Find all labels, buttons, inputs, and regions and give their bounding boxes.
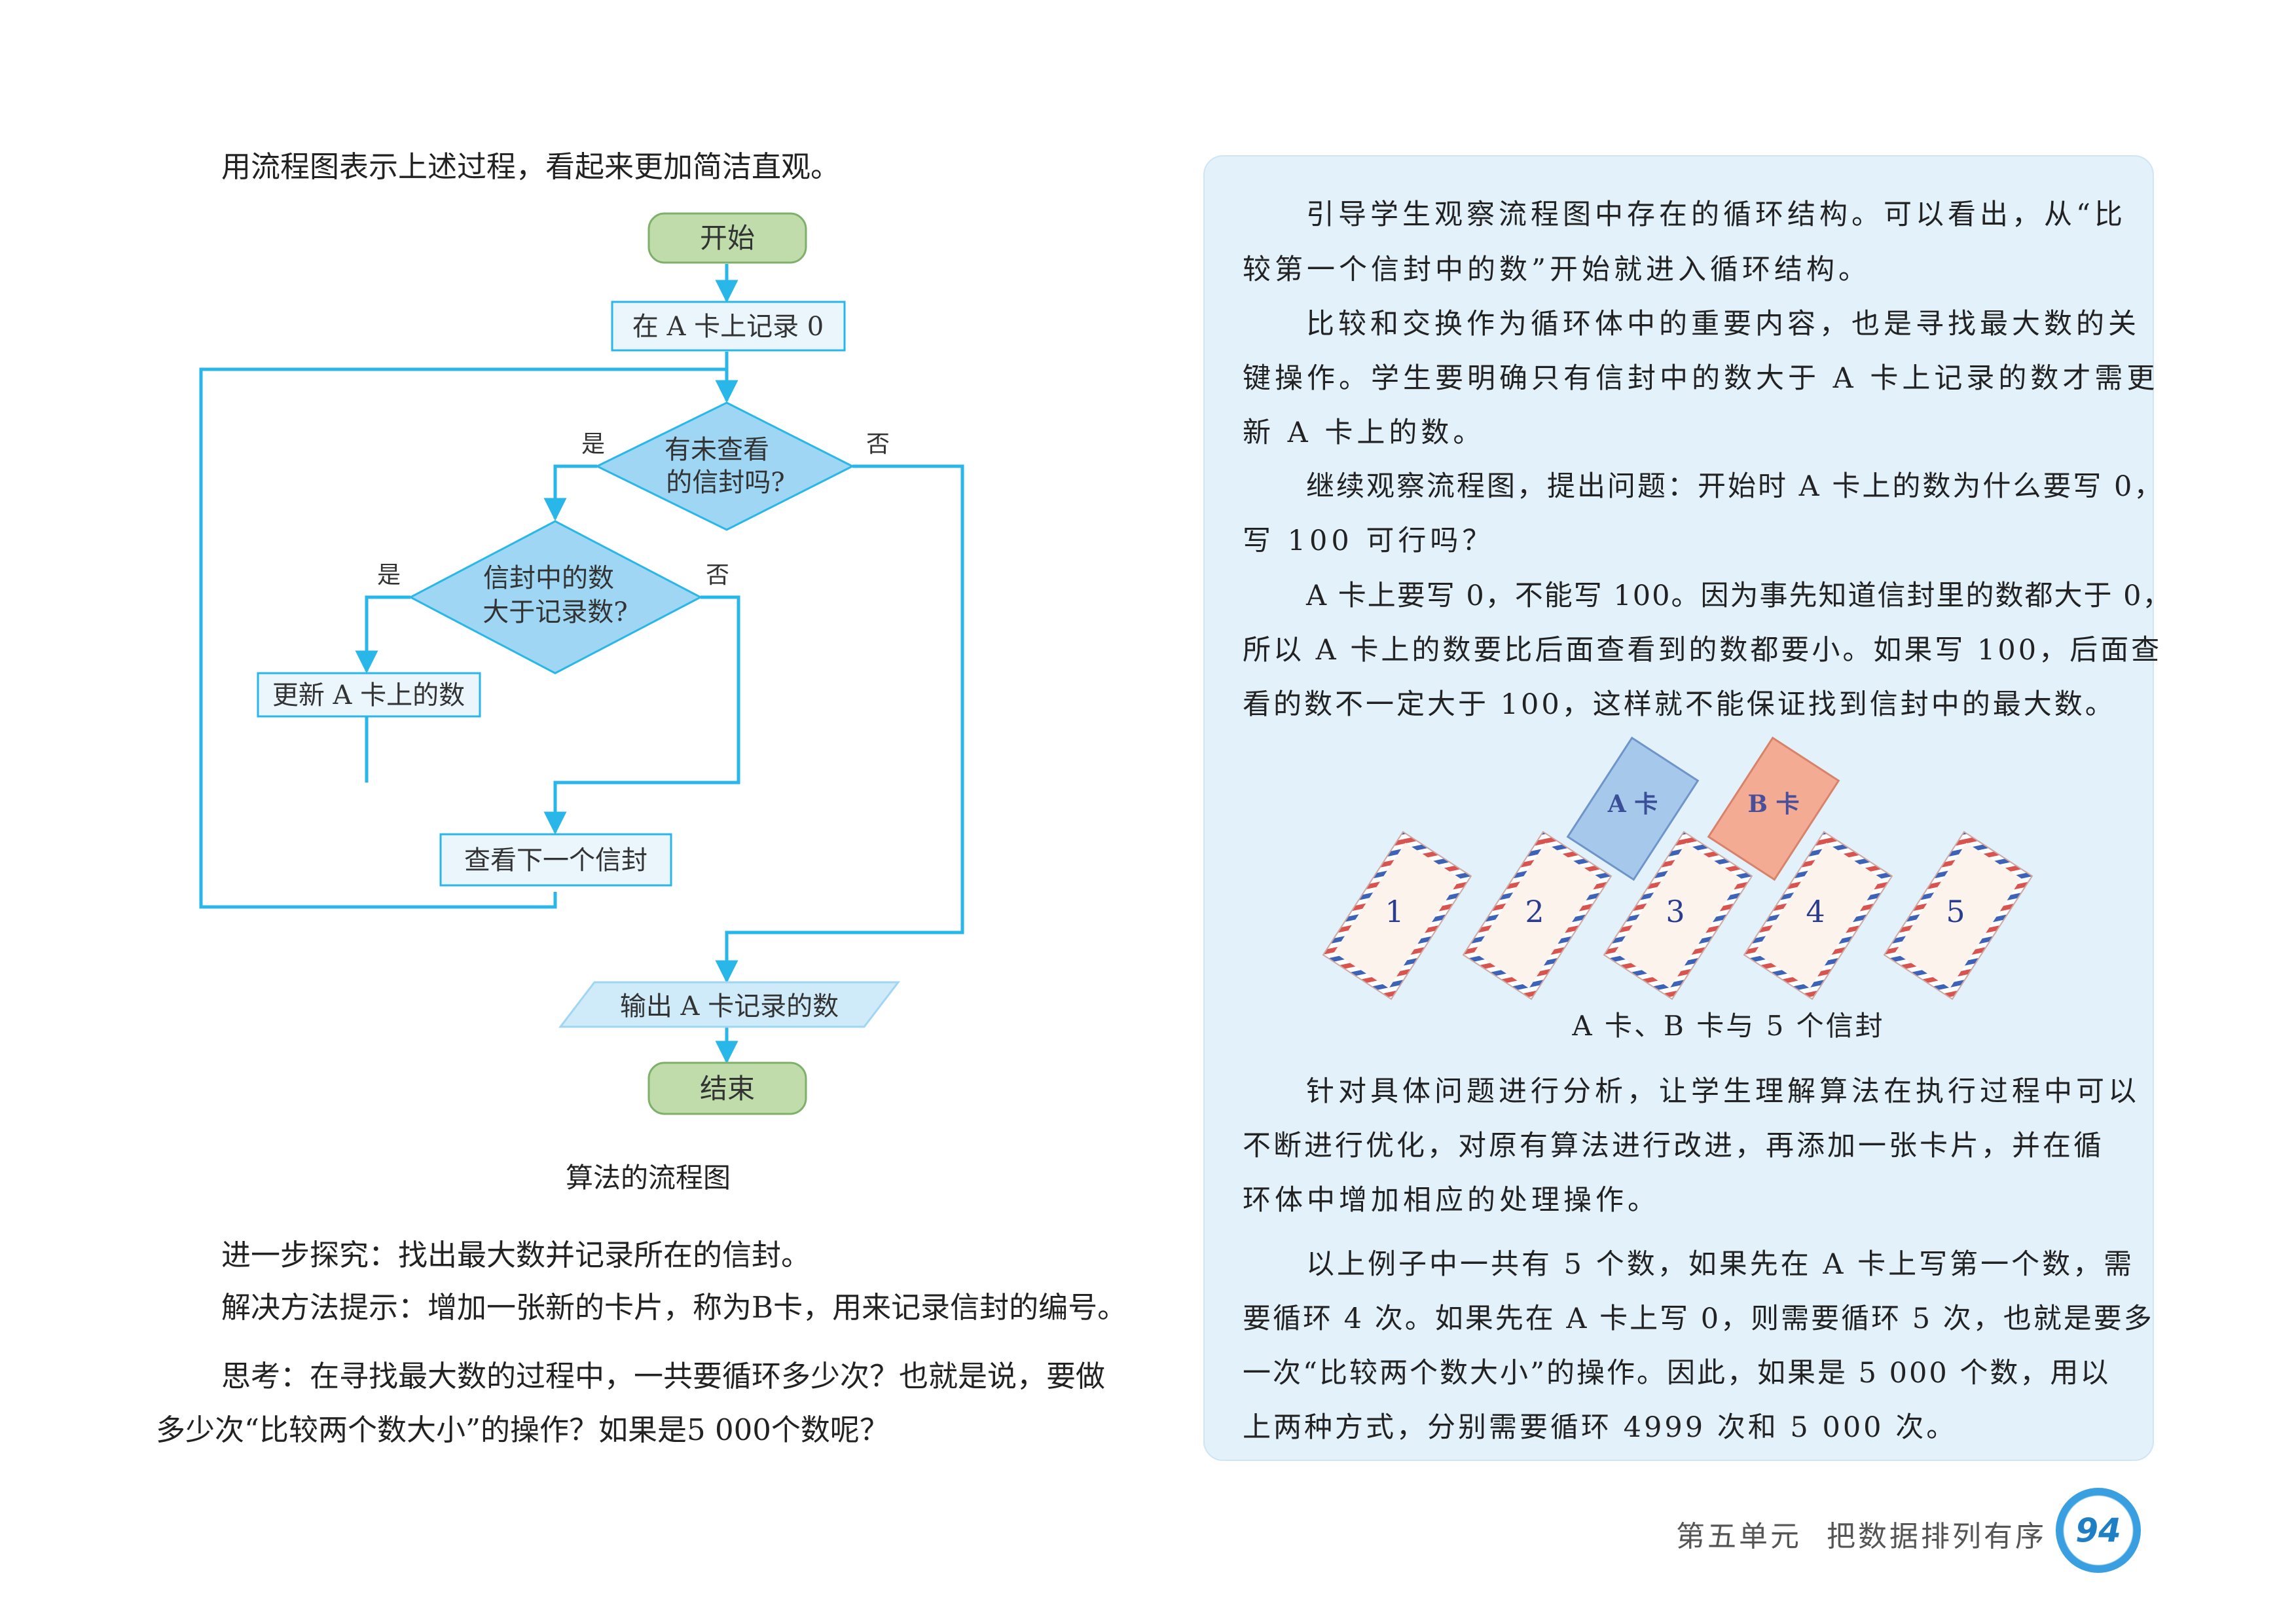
para-think-line1: 思考：在寻找最大数的过程中，一共要循环多少次？也就是说，要做 [221,1359,1106,1393]
note-line: 新 A 卡上的数。 [1243,416,1485,449]
note-line: 要循环 4 次。如果先在 A 卡上写 0，则需要循环 5 次，也就是要多 [1243,1302,2154,1335]
flow-decision-2-line2: 大于记录数? [483,597,627,627]
flow-next-label: 查看下一个信封 [464,845,647,876]
flow-decision-1-yes: 是 [581,431,605,458]
flow-end-node [647,1061,807,1115]
cards-caption: A 卡、B 卡与 5 个信封 [1572,1010,1885,1042]
page-number: 94 [2056,1488,2141,1573]
flow-update-label: 更新 A 卡上的数 [272,680,465,710]
flow-init-node [611,301,846,352]
note-line: 所以 A 卡上的数要比后面查看到的数都要小。如果写 100，后面查 [1243,634,2162,667]
flow-start-label: 开始 [700,222,755,254]
note-line: 不断进行优化，对原有算法进行改进，再添加一张卡片，并在循 [1243,1130,2104,1162]
flow-decision-2-no: 否 [706,562,729,589]
flow-start-node [647,212,807,264]
flow-arrow-cond2-yes [355,595,410,674]
note-line: 环体中增加相应的处理操作。 [1243,1184,1660,1217]
footer-title: 把数据排列有序 [1827,1520,2047,1553]
para-hint: 解决方法提示：增加一张新的卡片，称为B卡，用来记录信封的编号。 [221,1290,1127,1325]
note-line: 继续观察流程图，提出问题：开始时 A 卡上的数为什么要写 0， [1306,470,2164,503]
flow-loop-back [199,367,727,909]
flow-arrow-cond2-no [543,595,740,835]
note-line: A 卡上要写 0，不能写 100。因为事先知道信封里的数都大于 0， [1306,580,2172,612]
note-line: 写 100 可行吗？ [1243,525,1495,557]
flow-arrow-cond1-no [715,464,964,984]
note-line: 引导学生观察流程图中存在的循环结构。可以看出，从“比 [1306,198,2126,231]
flowchart-caption: 算法的流程图 [565,1162,731,1194]
flow-update-node [257,672,481,718]
flow-output-label: 输出 A 卡记录的数 [620,991,839,1022]
flow-decision-1 [594,401,855,531]
para-think-line2: 多少次“比较两个数大小”的操作？如果是5 000个数呢？ [156,1412,889,1447]
flow-next-node [439,833,672,887]
note-line: 键操作。学生要明确只有信封中的数大于 A 卡上记录的数才需更 [1243,362,2159,395]
note-line: 较第一个信封中的数”开始就进入循环结构。 [1243,253,1870,286]
flowchart: 开始 在 A 卡上记录 0 有未查看 的信封吗? 是 否 信封中的数 大于记录数… [199,212,964,1115]
flow-arrow-cond1-yes [543,464,597,521]
note-line: 以上例子中一共有 5 个数，如果先在 A 卡上写第一个数，需 [1306,1248,2135,1281]
para-explore: 进一步探究：找出最大数并记录所在的信封。 [221,1238,811,1272]
note-line: 上两种方式，分别需要循环 4999 次和 5 000 次。 [1243,1411,1958,1444]
flow-decision-2-yes: 是 [377,562,401,589]
footer-unit: 第五单元 [1676,1520,1802,1553]
note-line: 针对具体问题进行分析，让学生理解算法在执行过程中可以 [1306,1075,2140,1108]
flow-decision-2 [408,520,703,674]
flow-decision-1-no: 否 [866,431,890,458]
flow-end-label: 结束 [700,1073,755,1105]
flow-init-label: 在 A 卡上记录 0 [632,312,824,342]
note-line: 一次“比较两个数大小”的操作。因此，如果是 5 000 个数，用以 [1243,1357,2111,1390]
intro-text: 用流程图表示上述过程，看起来更加简洁直观。 [221,149,841,184]
flow-output-node [558,981,901,1028]
flow-decision-1-line1: 有未查看 [665,435,769,465]
note-line: 比较和交换作为循环体中的重要内容，也是寻找最大数的关 [1306,308,2140,341]
flow-decision-1-line2: 的信封吗? [666,468,784,498]
flow-decision-2-line1: 信封中的数 [483,563,614,593]
note-line: 看的数不一定大于 100，这样就不能保证找到信封中的最大数。 [1243,688,2116,721]
